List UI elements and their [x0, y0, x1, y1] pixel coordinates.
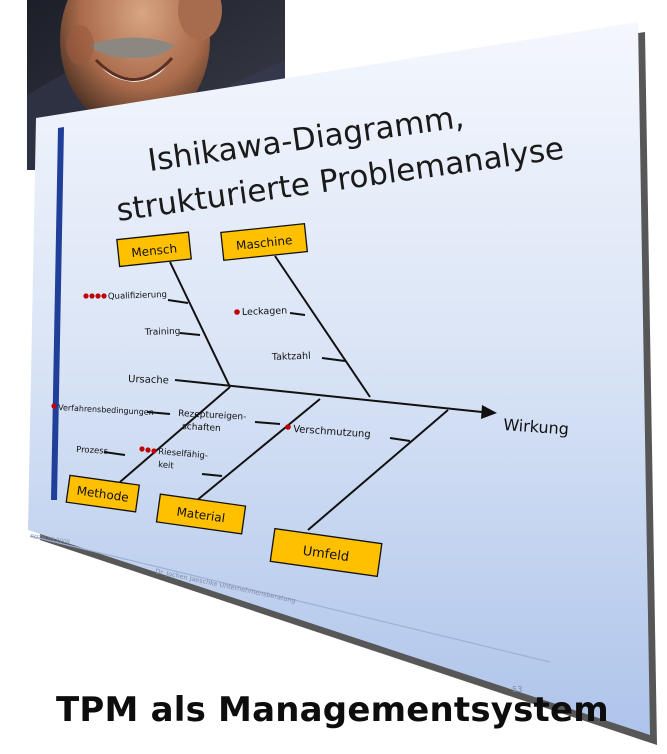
cause-prozess: Prozess: [76, 445, 109, 457]
cause-rieselfaehigkeit-line2: keit: [158, 460, 175, 471]
category-label-umfeld: Umfeld: [302, 544, 350, 565]
category-box-material: Material: [155, 493, 247, 535]
slide: [28, 22, 650, 735]
portrait-photo: [27, 0, 285, 170]
category-label-material: Material: [176, 505, 226, 526]
category-box-mensch: Mensch: [116, 231, 192, 268]
cause-rezeptureigenschaften-line1: Rezeptureigen-: [178, 409, 247, 423]
priority-dots: [51, 293, 291, 454]
fishbone-lines: [103, 255, 483, 531]
cause-taktzahl: Taktzahl: [271, 351, 311, 363]
slide-page-number: 53: [512, 685, 522, 694]
cause-rezeptureigenschaften-line2: schaften: [182, 422, 221, 434]
category-box-umfeld: Umfeld: [269, 527, 383, 578]
cause-leckagen: Leckagen: [242, 305, 288, 318]
slide-footer-left: ROTH.05.2008: [30, 534, 71, 546]
category-label-mensch: Mensch: [131, 241, 178, 260]
category-box-methode: Methode: [65, 474, 141, 513]
effect-label: Wirkung: [503, 415, 570, 439]
cause-training: Training: [144, 327, 181, 338]
page-heading: TPM als Managementsystem: [56, 690, 609, 730]
cause-qualifizierung: Qualifizierung: [108, 290, 167, 302]
category-label-maschine: Maschine: [235, 233, 293, 253]
cause-rieselfaehigkeit-line1: Rieselfähig-: [158, 447, 209, 461]
category-box-maschine: Maschine: [220, 222, 309, 262]
cause-ursache: Ursache: [128, 374, 169, 386]
arrowhead-icon: [481, 405, 497, 419]
cause-verschmutzung: Verschmutzung: [293, 424, 371, 440]
